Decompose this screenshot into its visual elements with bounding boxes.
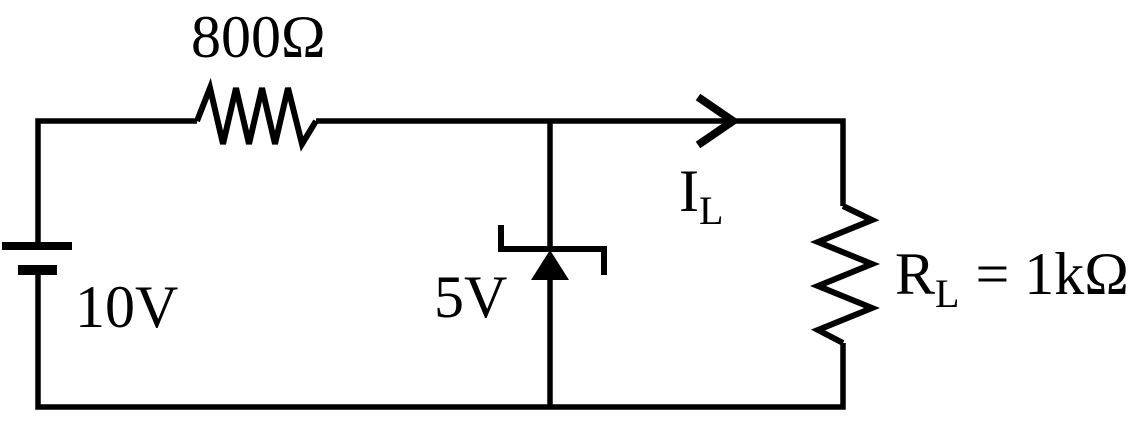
load-resistor-value: = 1kΩ (975, 241, 1128, 307)
zener-cathode-bar (498, 225, 607, 275)
series-resistor-label: 800Ω (191, 4, 326, 70)
load-current-symbol: I (679, 158, 699, 224)
load-resistor-label: RL = 1kΩ (895, 241, 1129, 316)
wire-bottom (35, 275, 846, 410)
source-voltage-label: 10V (75, 274, 178, 340)
wire-top-right (316, 118, 846, 206)
load-resistor-symbol: R (895, 241, 935, 307)
load-resistor-subscript: L (935, 271, 959, 316)
zener-diode-icon (498, 121, 607, 407)
resistor-icon (194, 77, 319, 152)
zener-voltage-label: 5V (434, 264, 507, 330)
current-arrow-icon (695, 93, 741, 149)
load-resistor-icon (810, 203, 880, 346)
battery-icon (2, 242, 72, 275)
zener-anode-triangle (531, 250, 569, 280)
load-current-subscript: L (699, 188, 723, 233)
load-current-label: IL (679, 158, 723, 233)
wire-top-left (35, 118, 197, 243)
